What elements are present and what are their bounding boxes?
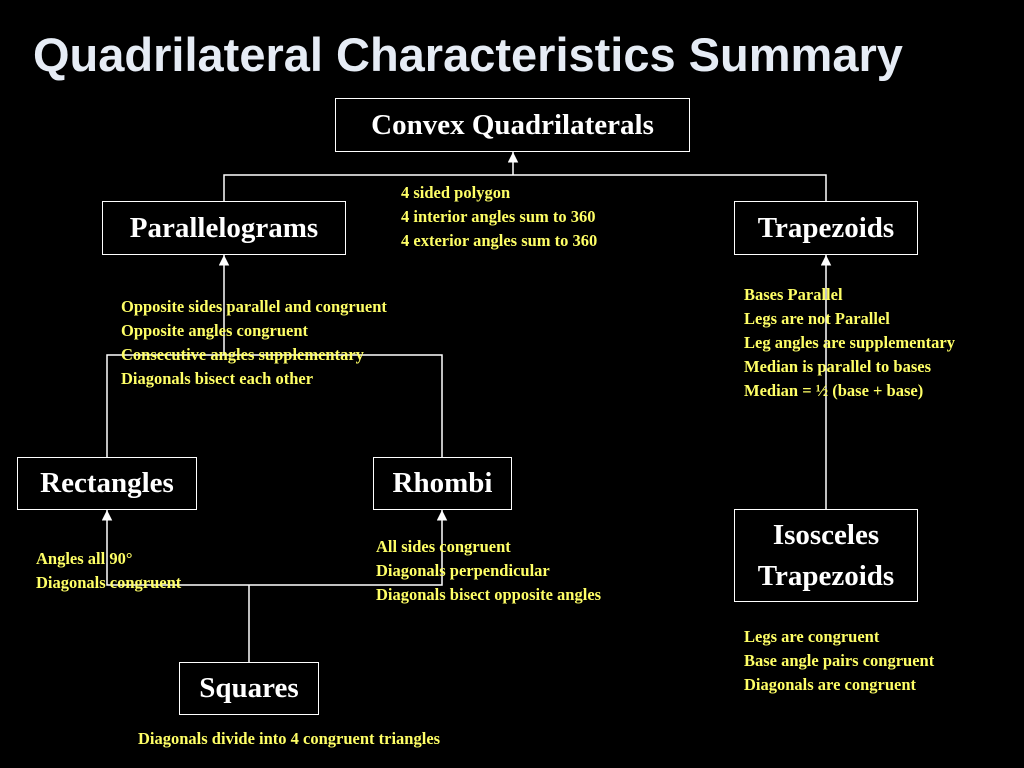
note-item: 4 exterior angles sum to 360 bbox=[401, 231, 598, 250]
node-parallelograms: Parallelograms bbox=[102, 201, 346, 255]
notes-trapezoids: Bases Parallel Legs are not Parallel Leg… bbox=[744, 283, 955, 403]
notes-rhombi: All sides congruent Diagonals perpendicu… bbox=[376, 535, 601, 607]
node-rectangles: Rectangles bbox=[17, 457, 197, 510]
node-trapezoids: Trapezoids bbox=[734, 201, 918, 255]
edge-squares-to-rectangles bbox=[101, 510, 249, 586]
edge-rectangles-rhombi-to-parallelograms bbox=[106, 354, 443, 457]
note-item: Opposite sides parallel and congruent bbox=[121, 297, 387, 316]
node-rhombi: Rhombi bbox=[373, 457, 512, 510]
note-item: Opposite angles congruent bbox=[121, 321, 309, 340]
note-item: Median is parallel to bases bbox=[744, 357, 932, 376]
note-item: Angles all 90° bbox=[36, 549, 133, 568]
note-item: Diagonals are congruent bbox=[744, 675, 917, 694]
page-title: Quadrilateral Characteristics Summary bbox=[33, 28, 903, 81]
note-item: 4 sided polygon bbox=[401, 183, 511, 202]
note-item: Diagonals perpendicular bbox=[376, 561, 550, 580]
node-isosceles-trapezoids: Isosceles Trapezoids bbox=[734, 509, 918, 602]
notes-isosceles-trapezoids: Legs are congruent Base angle pairs cong… bbox=[744, 625, 934, 697]
note-item: Consecutive angles supplementary bbox=[121, 345, 364, 364]
note-item: Median = ½ (base + base) bbox=[744, 381, 924, 400]
node-squares: Squares bbox=[179, 662, 319, 715]
notes-parallelograms: Opposite sides parallel and congruent Op… bbox=[121, 295, 387, 391]
node-convex-quadrilaterals: Convex Quadrilaterals bbox=[335, 98, 690, 152]
note-item: Base angle pairs congruent bbox=[744, 651, 935, 670]
note-item: Diagonals bisect each other bbox=[121, 369, 314, 388]
notes-rectangles: Angles all 90° Diagonals congruent bbox=[36, 547, 181, 595]
edge-squares-to-rhombi bbox=[249, 510, 448, 586]
note-item: 4 interior angles sum to 360 bbox=[401, 207, 596, 226]
note-item: Leg angles are supplementary bbox=[744, 333, 955, 352]
note-item: All sides congruent bbox=[376, 537, 511, 556]
note-item: Diagonals divide into 4 congruent triang… bbox=[138, 729, 441, 748]
notes-squares: Diagonals divide into 4 congruent triang… bbox=[138, 727, 440, 751]
note-item: Bases Parallel bbox=[744, 285, 843, 304]
note-item: Diagonals bisect opposite angles bbox=[376, 585, 602, 604]
notes-convex: 4 sided polygon 4 interior angles sum to… bbox=[401, 181, 597, 253]
note-item: Legs are congruent bbox=[744, 627, 880, 646]
edge-parallelograms-trapezoids-to-convex bbox=[223, 174, 827, 201]
note-item: Legs are not Parallel bbox=[744, 309, 890, 328]
note-item: Diagonals congruent bbox=[36, 573, 182, 592]
